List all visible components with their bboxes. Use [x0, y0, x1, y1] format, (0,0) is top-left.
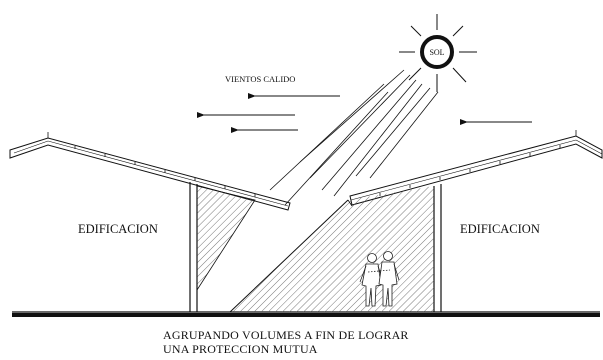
left-building-label: EDIFICACION	[78, 222, 158, 236]
person-icon	[359, 251, 400, 307]
sun-icon: SOL	[399, 14, 477, 92]
right-building-label: EDIFICACION	[460, 222, 540, 236]
caption: AGRUPANDO VOLUMES A FIN DE LOGRAR UNA PR…	[163, 328, 409, 356]
wind-label: VIENTOS CALIDO	[225, 74, 295, 84]
caption-line-1: AGRUPANDO VOLUMES A FIN DE LOGRAR	[163, 328, 409, 342]
sun-label: SOL	[429, 48, 444, 57]
caption-line-2: UNA PROTECCION MUTUA	[163, 342, 318, 356]
left-building: EDIFICACION	[9, 132, 291, 312]
left-shadow-area	[196, 185, 256, 292]
courtyard-shadow	[229, 186, 434, 313]
sun-rays	[269, 69, 439, 206]
wind-arrows: VIENTOS CALIDO	[197, 74, 532, 133]
ground-line	[12, 311, 600, 317]
